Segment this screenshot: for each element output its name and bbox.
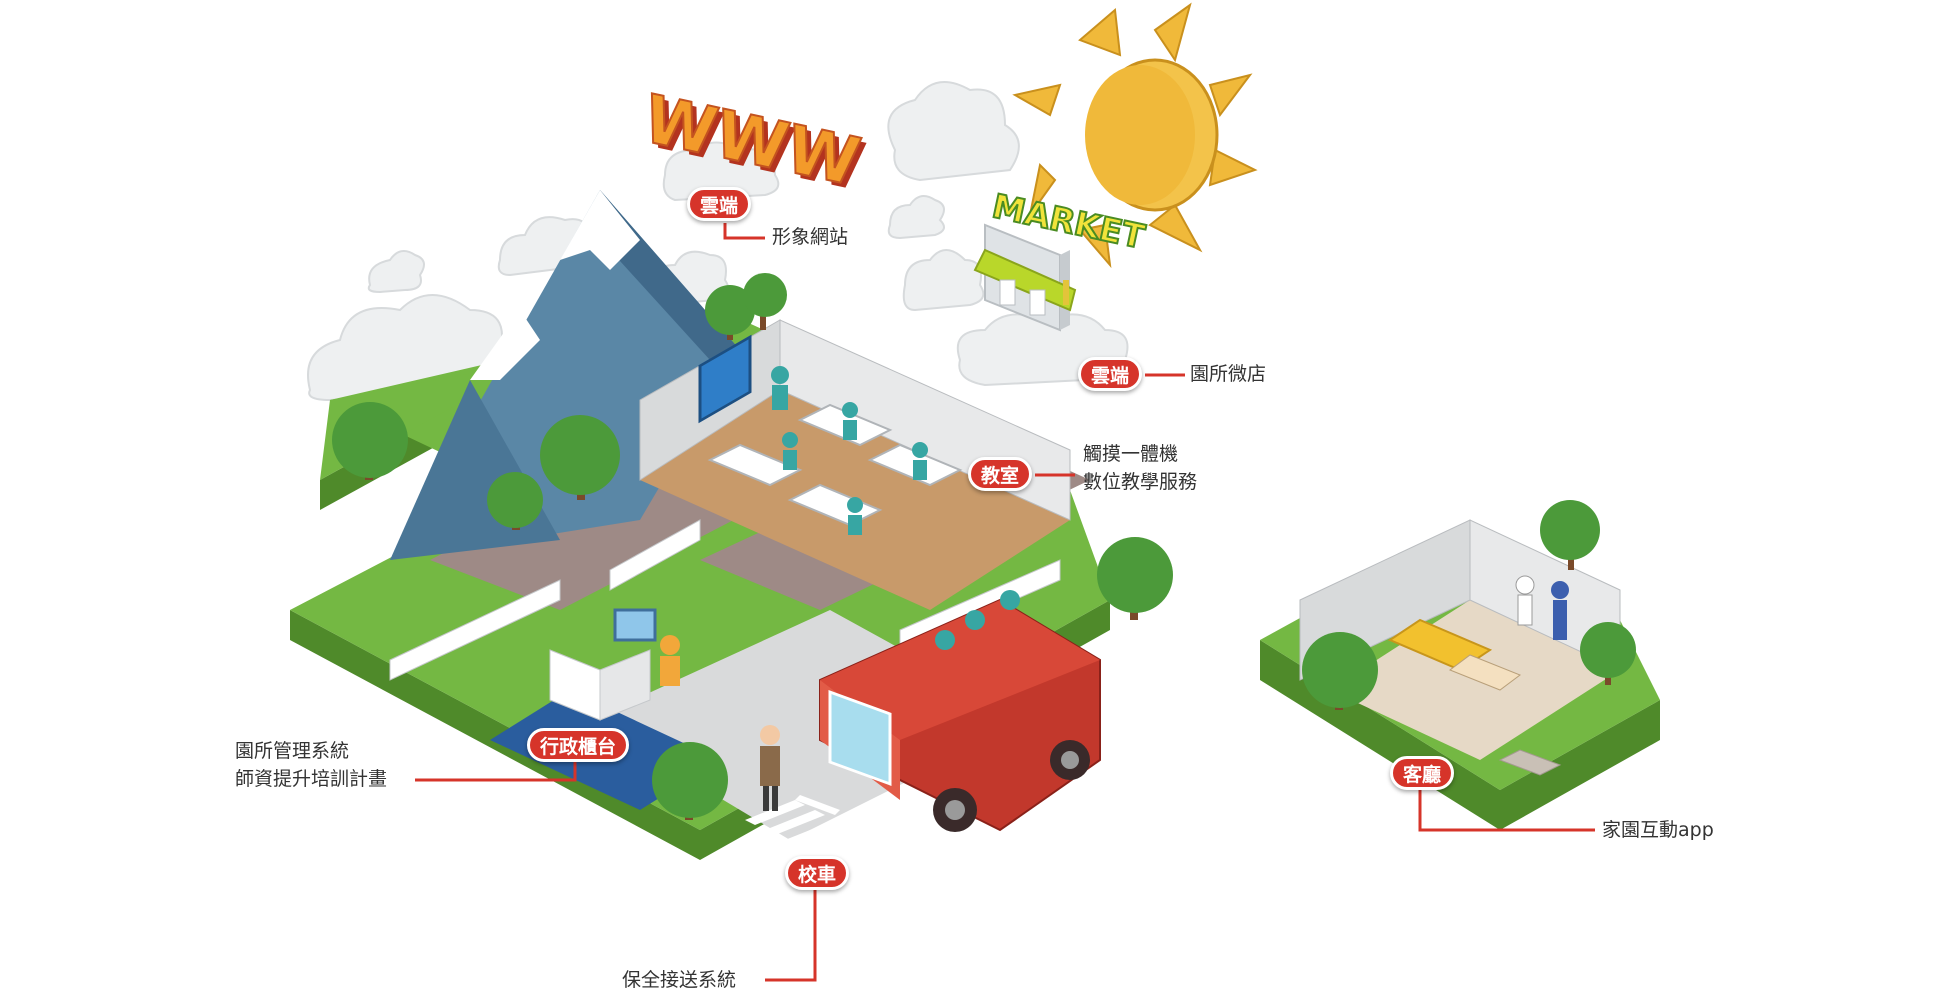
tree-icon [487,472,543,530]
callout-line-bus [765,890,817,982]
school-bus [819,590,1101,832]
crosswalk [745,795,845,845]
person-icon [760,725,780,811]
classroom-label: 觸摸一體機 數位教學服務 [1083,440,1197,496]
side-island [1260,519,1660,830]
admin-badge[interactable]: 行政櫃台 [527,728,630,762]
living-room-badge[interactable]: 客廳 [1390,756,1455,790]
shop-label-line-1: 園所微店 [1190,363,1267,385]
shop-badge[interactable]: 雲端 [1078,357,1143,391]
living-room-label-line-1: 家園互動app [1602,819,1714,841]
callout-line-website [723,223,765,240]
website-label-line-1: 形象網站 [772,226,849,248]
monitor-icon [613,608,657,642]
tree-icon [1097,537,1173,620]
bus-label: 保全接送系統 [622,966,736,994]
callout-line-admin [415,762,577,782]
cloud-icon [902,249,985,312]
tree-icon [652,742,728,820]
shop-label: 園所微店 [1190,360,1266,388]
tree-icon [743,273,787,330]
tree-icon [540,415,620,500]
tree-icon [1302,632,1378,710]
cloud-icon [662,141,780,202]
bus-windshield [828,690,892,786]
classroom-label-line-2: 數位教學服務 [1083,471,1198,493]
bus-badge[interactable]: 校車 [785,856,850,890]
living-room-label: 家園互動app [1602,816,1714,844]
admin-label-line-2: 師資提升培訓計畫 [235,768,388,790]
admin-label-line-1: 園所管理系統 [235,740,350,762]
callout-line-living [1418,790,1595,832]
market-building: MARKET [973,185,1150,332]
classroom-label-line-1: 觸摸一體機 [1083,443,1179,465]
touchscreen [698,334,752,424]
bus-label-line-1: 保全接送系統 [622,969,737,991]
cloud-icon [887,81,1020,182]
admin-label: 園所管理系統 師資提升培訓計畫 [235,737,387,793]
tree-icon [332,402,408,480]
sun-icon [1012,2,1258,269]
cloud-icon [367,250,425,294]
sofa [1387,618,1493,672]
cloud-icon [887,195,945,240]
website-badge[interactable]: 雲端 [687,187,752,221]
tree-icon [705,285,755,340]
tree-icon [1580,622,1636,685]
classroom-badge[interactable]: 教室 [968,457,1033,491]
tree-icon [1540,500,1600,570]
website-label: 形象網站 [772,223,848,251]
callout-lines [415,223,1595,982]
